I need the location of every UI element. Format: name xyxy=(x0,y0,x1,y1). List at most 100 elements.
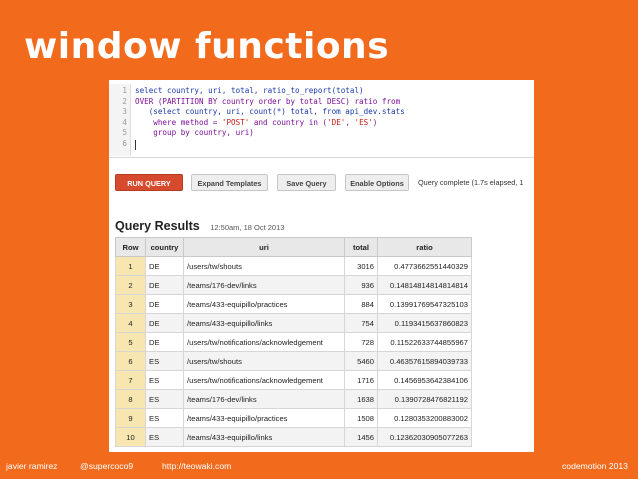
code-token: ratio_to_report(total) xyxy=(263,86,364,95)
code-line[interactable]: OVER (PARTITION BY country order by tota… xyxy=(135,97,400,107)
uri-cell: /teams/433-equipillo/practices xyxy=(183,408,345,428)
row-number-cell: 4 xyxy=(115,313,146,333)
code-token: 'ES' xyxy=(354,117,373,127)
total-cell: 5460 xyxy=(344,351,378,371)
code-token: 'POST' xyxy=(221,117,250,127)
code-line[interactable]: group by country, uri) xyxy=(135,128,254,138)
uri-cell: /teams/176-dev/links xyxy=(183,275,345,295)
text-cursor xyxy=(135,140,136,150)
slide-title: window functions xyxy=(24,26,390,67)
code-line[interactable]: (select country, uri, count(*) total, fr… xyxy=(135,107,405,117)
column-header-total[interactable]: total xyxy=(344,237,378,257)
line-number: 2 xyxy=(122,96,127,106)
run-query-button[interactable]: RUN QUERY xyxy=(115,174,183,191)
total-cell: 1456 xyxy=(344,427,378,447)
code-token: and country in ( xyxy=(249,117,328,127)
total-cell: 754 xyxy=(344,313,378,333)
country-cell: DE xyxy=(145,275,184,295)
total-cell: 884 xyxy=(344,294,378,314)
row-number-cell: 5 xyxy=(115,332,146,352)
total-cell: 936 xyxy=(344,275,378,295)
code-token: , xyxy=(345,117,355,127)
ratio-cell: 0.14814814814814814 xyxy=(377,275,472,295)
country-cell: ES xyxy=(145,389,184,409)
line-number: 5 xyxy=(122,128,127,137)
column-header-country[interactable]: country xyxy=(145,237,184,257)
column-header-ratio[interactable]: ratio xyxy=(377,237,472,257)
footer-author: javier ramirez xyxy=(6,461,58,471)
ratio-cell: 0.1390728476821192 xyxy=(377,389,472,409)
uri-cell: /users/tw/shouts xyxy=(183,351,345,371)
footer-handle: @supercoco9 xyxy=(80,461,134,471)
row-number-cell: 1 xyxy=(115,256,146,276)
uri-cell: /teams/433-equipillo/links xyxy=(183,427,345,447)
ratio-cell: 0.13991769547325103 xyxy=(377,294,472,314)
total-cell: 1638 xyxy=(344,389,378,409)
total-cell: 1716 xyxy=(344,370,378,390)
row-number-cell: 6 xyxy=(115,351,146,371)
row-number-cell: 10 xyxy=(115,427,146,447)
bigquery-screenshot: 1 select country, uri, total, ratio_to_re… xyxy=(109,80,534,452)
save-query-button[interactable]: Save Query xyxy=(277,174,336,191)
row-filler xyxy=(472,257,535,276)
ratio-cell: 0.1193415637860823 xyxy=(377,313,472,333)
row-number-cell: 7 xyxy=(115,370,146,390)
country-cell: DE xyxy=(145,294,184,314)
code-token: ) xyxy=(372,117,378,127)
query-toolbar: RUN QUERY Expand Templates Save Query En… xyxy=(109,170,534,194)
enable-options-button[interactable]: Enable Options xyxy=(345,174,409,191)
row-filler xyxy=(472,276,535,295)
results-title: Query Results xyxy=(115,219,200,233)
line-number: 6 xyxy=(122,138,127,148)
footer-url: http://teowaki.com xyxy=(162,461,232,471)
column-header-uri[interactable]: uri xyxy=(183,237,345,257)
ratio-cell: 0.46357615894039733 xyxy=(377,351,472,371)
country-cell: DE xyxy=(145,256,184,276)
country-cell: ES xyxy=(145,370,184,390)
total-cell: 3016 xyxy=(344,256,378,276)
uri-cell: /users/tw/notifications/acknowledgement xyxy=(183,332,345,352)
expand-templates-button[interactable]: Expand Templates xyxy=(191,174,268,191)
table-header-row: Row country uri total ratio xyxy=(115,237,535,257)
code-line[interactable]: select country, uri, total, ratio_to_rep… xyxy=(135,86,364,96)
ratio-cell: 0.1280353200883002 xyxy=(377,408,472,428)
code-token: 'DE' xyxy=(327,117,346,127)
total-cell: 1508 xyxy=(344,408,378,428)
uri-cell: /users/tw/notifications/acknowledgement xyxy=(183,370,345,390)
uri-cell: /teams/433-equipillo/links xyxy=(183,313,345,333)
row-filler xyxy=(472,371,535,390)
ratio-cell: 0.4773662551440329 xyxy=(377,256,472,276)
line-number: 3 xyxy=(122,107,127,116)
ratio-cell: 0.11522633744855967 xyxy=(377,332,472,352)
results-timestamp: 12:50am, 18 Oct 2013 xyxy=(210,223,285,232)
row-filler xyxy=(472,390,535,409)
code-token: where method = xyxy=(135,117,222,127)
uri-cell: /users/tw/shouts xyxy=(183,256,345,276)
column-header-row[interactable]: Row xyxy=(115,237,146,257)
country-cell: DE xyxy=(145,313,184,333)
header-filler xyxy=(472,238,535,257)
footer-event: codemotion 2013 xyxy=(562,461,628,471)
editor-gutter xyxy=(109,84,131,156)
line-number: 4 xyxy=(122,117,127,127)
query-status: Query complete (1.7s elapsed, 1 xyxy=(418,178,524,187)
row-number-cell: 9 xyxy=(115,408,146,428)
country-cell: ES xyxy=(145,408,184,428)
country-cell: DE xyxy=(145,332,184,352)
code-line[interactable]: where method = 'POST' and country in ('D… xyxy=(135,118,377,128)
ratio-cell: 0.1456953642384106 xyxy=(377,370,472,390)
code-token: OVER (PARTITION BY country order by tota… xyxy=(135,96,401,106)
code-token: select country, uri, total, xyxy=(135,86,264,95)
row-filler xyxy=(472,409,535,428)
country-cell: ES xyxy=(145,351,184,371)
